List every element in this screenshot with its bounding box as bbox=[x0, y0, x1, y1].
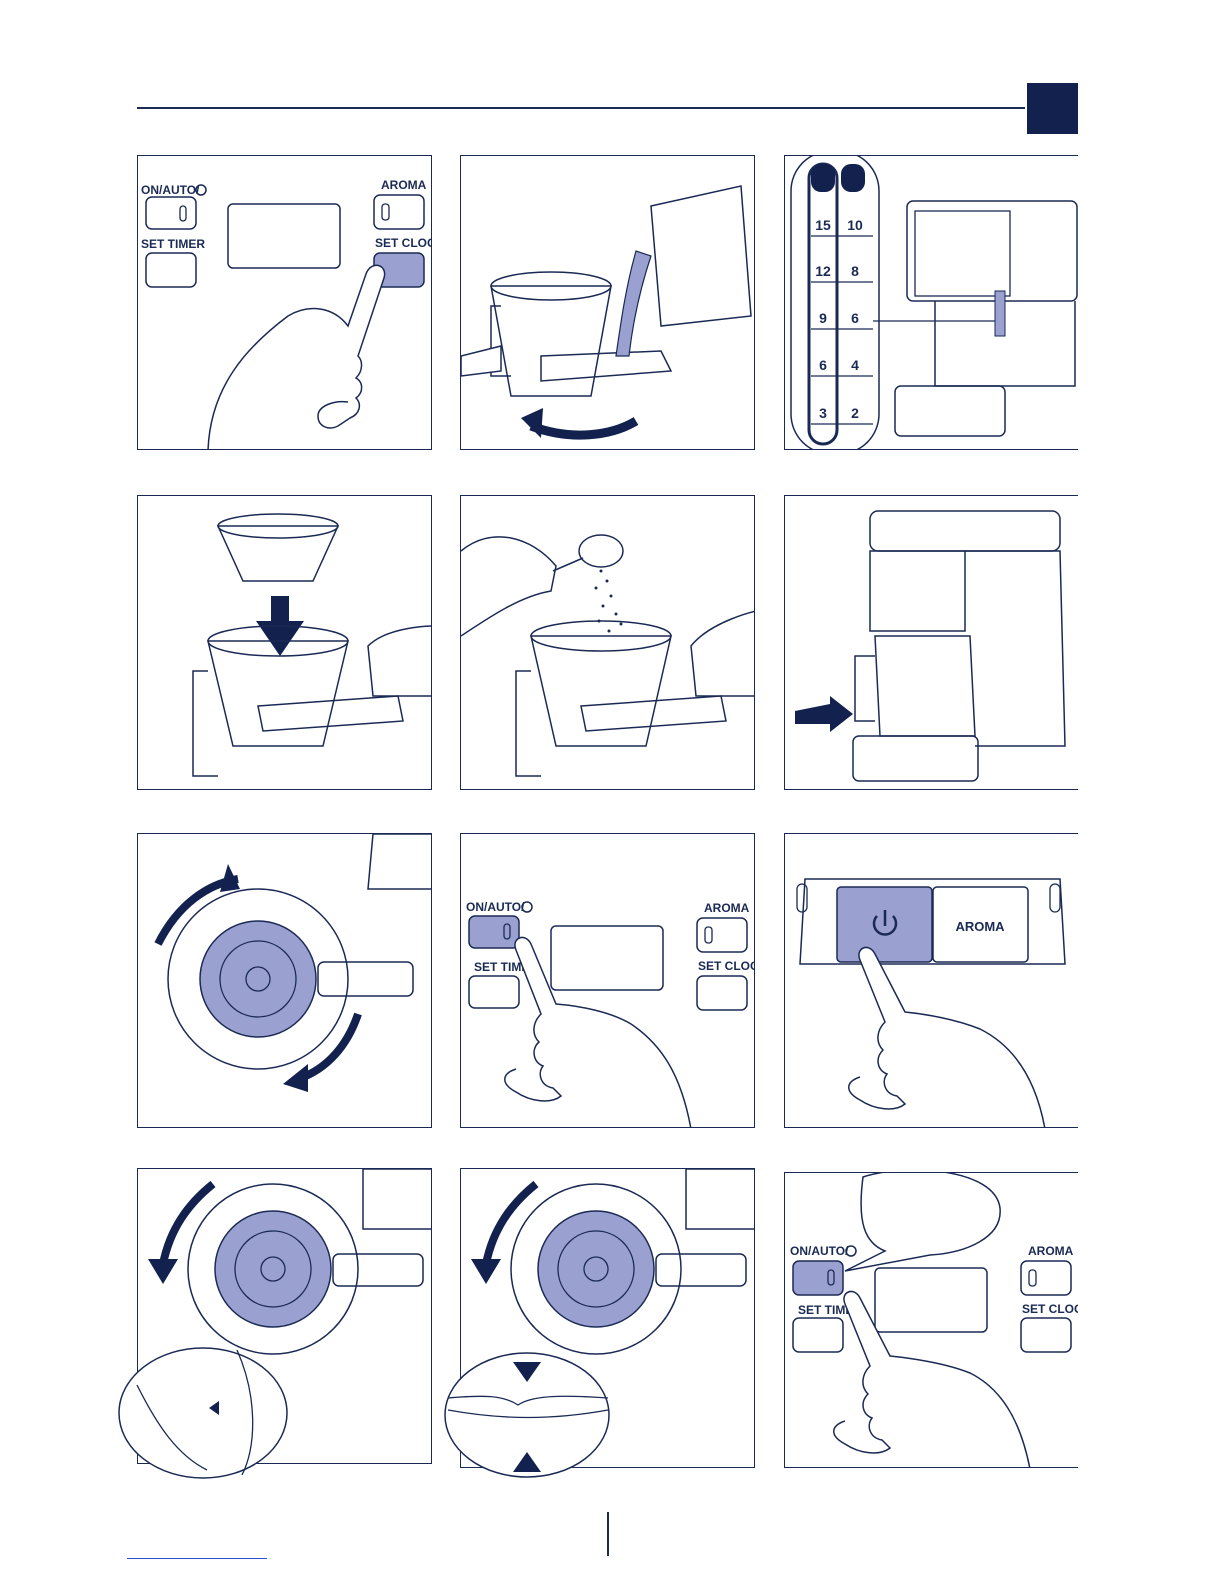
step-water-level: 15 12 9 6 3 10 8 6 4 2 bbox=[784, 155, 1078, 450]
arrow-icon bbox=[271, 596, 289, 621]
mug-mark: 10 bbox=[847, 217, 863, 233]
rotate-arrow-icon bbox=[163, 1184, 213, 1264]
footer-link-underline bbox=[127, 1558, 267, 1559]
carafe-lid bbox=[538, 1211, 654, 1327]
hand-icon bbox=[834, 1291, 1030, 1468]
zoom-detail-lid bbox=[117, 1345, 289, 1480]
set-clock-label: SET CLOCK bbox=[375, 236, 432, 250]
led-indicator bbox=[382, 204, 389, 220]
hand-icon bbox=[461, 346, 501, 376]
on-auto-label: ON/AUTO/ bbox=[141, 183, 200, 197]
speech-bubble bbox=[845, 1173, 1000, 1271]
led-indicator bbox=[180, 206, 186, 221]
aroma-label: AROMA bbox=[955, 919, 1005, 934]
set-timer-label: SET TIMER bbox=[141, 237, 205, 251]
cup-mark: 15 bbox=[815, 217, 831, 233]
control-panel-illustration: ON/AUTO/ SET TIMER AROMA SET CLOCK bbox=[138, 156, 432, 450]
cup-mark: 12 bbox=[815, 263, 831, 279]
add-coffee-illustration bbox=[461, 496, 755, 790]
set-clock-button[interactable] bbox=[1021, 1318, 1071, 1352]
carafe-pouring bbox=[651, 186, 751, 326]
mug-mark: 2 bbox=[851, 405, 859, 421]
carafe bbox=[686, 1169, 755, 1229]
display-screen bbox=[551, 926, 663, 990]
cup-mark: 3 bbox=[819, 405, 827, 421]
aroma-label: AROMA bbox=[381, 178, 427, 192]
set-timer-button[interactable] bbox=[793, 1318, 843, 1352]
display-screen bbox=[228, 204, 340, 268]
set-timer-button[interactable] bbox=[469, 976, 519, 1008]
carafe-lid bbox=[215, 1211, 331, 1327]
carafe bbox=[368, 834, 432, 889]
step-insert-filter bbox=[137, 495, 432, 790]
aroma-label: AROMA bbox=[1028, 1244, 1074, 1258]
hand-icon bbox=[208, 265, 385, 450]
section-tab bbox=[1027, 83, 1078, 134]
set-clock-label: SET CLOCK bbox=[1022, 1302, 1078, 1316]
mug-mark: 4 bbox=[851, 357, 859, 373]
cup-icon bbox=[811, 164, 835, 192]
power-panel-illustration: AROMA bbox=[785, 834, 1078, 1128]
aroma-label: AROMA bbox=[704, 901, 750, 915]
carafe bbox=[363, 1169, 432, 1229]
on-auto-label: ON/AUTO/ bbox=[790, 1244, 849, 1258]
measuring-scoop bbox=[579, 535, 623, 567]
mug-mark: 6 bbox=[851, 310, 859, 326]
step-close-lid bbox=[137, 833, 432, 1128]
mug-icon bbox=[841, 164, 865, 192]
hand-icon bbox=[461, 537, 556, 636]
carafe-lid bbox=[200, 921, 316, 1037]
footer-divider bbox=[607, 1512, 609, 1556]
on-auto-button[interactable] bbox=[793, 1261, 843, 1295]
water-stream bbox=[616, 251, 651, 356]
control-panel-illustration: ON/AUTO/ SET TIMER AROMA SET CLOCK bbox=[785, 1173, 1078, 1468]
carafe-lid-illustration bbox=[138, 834, 432, 1128]
header-rule bbox=[137, 107, 1025, 109]
control-panel-illustration: ON/AUTO/ SET TIMER AROMA SET CLOCK bbox=[461, 834, 755, 1128]
rotate-arrow-icon bbox=[531, 421, 636, 435]
set-clock-button[interactable] bbox=[697, 976, 747, 1010]
step-add-coffee bbox=[460, 495, 755, 790]
coffee-maker bbox=[870, 511, 1060, 551]
hand-icon bbox=[849, 947, 1045, 1128]
coffee-grounds bbox=[595, 570, 623, 633]
display-screen bbox=[875, 1268, 987, 1332]
pour-water-illustration bbox=[461, 156, 755, 450]
on-auto-button[interactable] bbox=[469, 916, 519, 948]
step-insert-carafe bbox=[784, 495, 1078, 790]
zoom-detail-marks bbox=[443, 1350, 611, 1480]
step-press-on: ON/AUTO/ SET TIMER AROMA SET CLOCK bbox=[460, 833, 755, 1128]
set-timer-button[interactable] bbox=[146, 253, 196, 287]
cup-mark: 9 bbox=[819, 310, 827, 326]
insert-carafe-illustration bbox=[785, 496, 1078, 790]
step-press-power: AROMA bbox=[784, 833, 1078, 1128]
on-auto-button[interactable] bbox=[146, 197, 196, 229]
cup-mark: 6 bbox=[819, 357, 827, 373]
step-hold-on-auto: ON/AUTO/ SET TIMER AROMA SET CLOCK bbox=[784, 1172, 1078, 1468]
carafe bbox=[875, 636, 975, 736]
step-fill-water bbox=[460, 155, 755, 450]
arrow-icon bbox=[795, 696, 853, 732]
step-set-clock: ON/AUTO/ SET TIMER AROMA SET CLOCK bbox=[137, 155, 432, 450]
water-gauge bbox=[791, 156, 879, 450]
rotate-arrow-icon bbox=[486, 1184, 536, 1264]
led-indicator bbox=[1029, 1270, 1036, 1286]
led-indicator bbox=[705, 927, 712, 943]
coffee-maker bbox=[907, 201, 1077, 301]
water-level-illustration: 15 12 9 6 3 10 8 6 4 2 bbox=[785, 156, 1078, 450]
insert-filter-illustration bbox=[138, 496, 432, 790]
set-clock-label: SET CLOCK bbox=[698, 959, 755, 973]
mug-mark: 8 bbox=[851, 263, 859, 279]
on-auto-label: ON/AUTO/ bbox=[466, 900, 525, 914]
